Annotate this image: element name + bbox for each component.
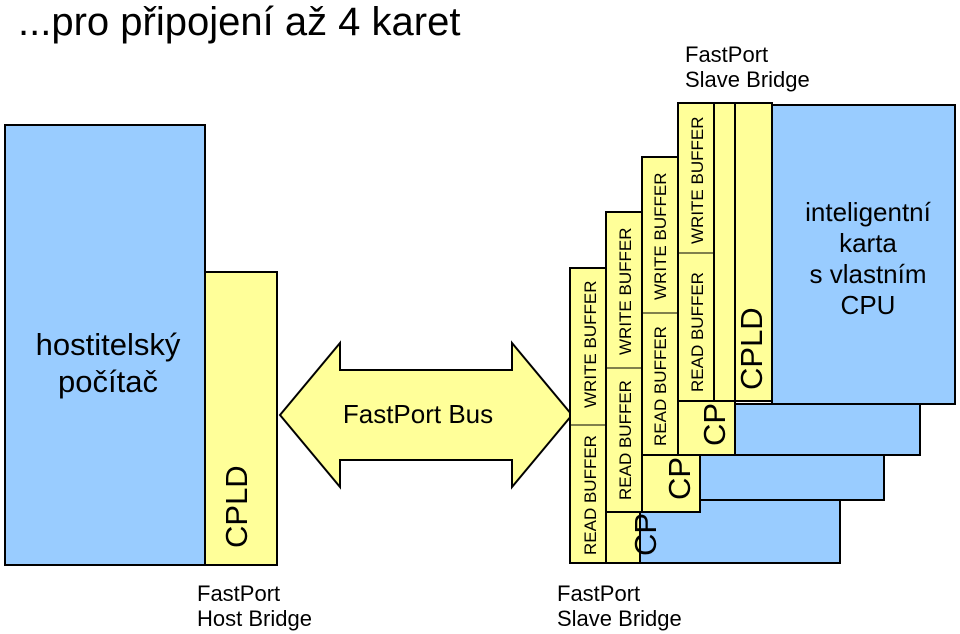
card-label-line2: karta [839, 228, 897, 258]
slave-bridge-top-line1: FastPort [685, 42, 769, 67]
host-label-line2: počítač [58, 364, 158, 399]
card-label-line1: inteligentní [805, 197, 932, 227]
slave-bridge-bottom-line1: FastPort [557, 581, 641, 606]
slave-bridge-caption-bottom: FastPort Slave Bridge [557, 581, 682, 631]
host-bridge-caption: FastPort Host Bridge [197, 581, 312, 631]
slave-bridge-top-line2: Slave Bridge [685, 67, 810, 92]
fastport-bus-arrow: FastPort Bus [278, 340, 574, 490]
card-2-read-buffer: READ BUFFER [616, 380, 635, 500]
card-4-read-buffer: READ BUFFER [688, 272, 707, 392]
card-1-write-buffer: WRITE BUFFER [581, 281, 600, 409]
host-bridge-line1: FastPort [197, 581, 281, 606]
card-3-write-buffer: WRITE BUFFER [651, 173, 670, 301]
slave-bridge-bottom-line2: Slave Bridge [557, 606, 682, 631]
card-2-write-buffer: WRITE BUFFER [616, 228, 635, 356]
card-4-cpld: CPLD [734, 307, 769, 390]
card-4-write-buffer: WRITE BUFFER [688, 117, 707, 245]
host-cpld: CPLD [204, 271, 278, 566]
slave-bridge-caption-top: FastPort Slave Bridge [685, 42, 810, 92]
card-label-line4: CPU [841, 290, 896, 320]
host-computer: hostitelský počítač [4, 124, 206, 566]
host-label-line1: hostitelský [36, 327, 181, 362]
card-label-line3: s vlastním [809, 259, 926, 289]
page-title: ...pro připojení až 4 karet [18, 0, 461, 44]
host-bridge-line2: Host Bridge [197, 606, 312, 631]
host-cpld-label: CPLD [219, 465, 254, 548]
card-3-cpld: CP [697, 403, 732, 446]
bus-label: FastPort Bus [343, 399, 493, 429]
card-3-read-buffer: READ BUFFER [651, 326, 670, 446]
card-4: READ BUFFER WRITE BUFFER CPLD inteligent… [677, 102, 956, 405]
card-1-cpld: CP [628, 513, 663, 556]
card-1-read-buffer: READ BUFFER [581, 435, 600, 555]
card-2-cpld: CP [662, 457, 697, 500]
